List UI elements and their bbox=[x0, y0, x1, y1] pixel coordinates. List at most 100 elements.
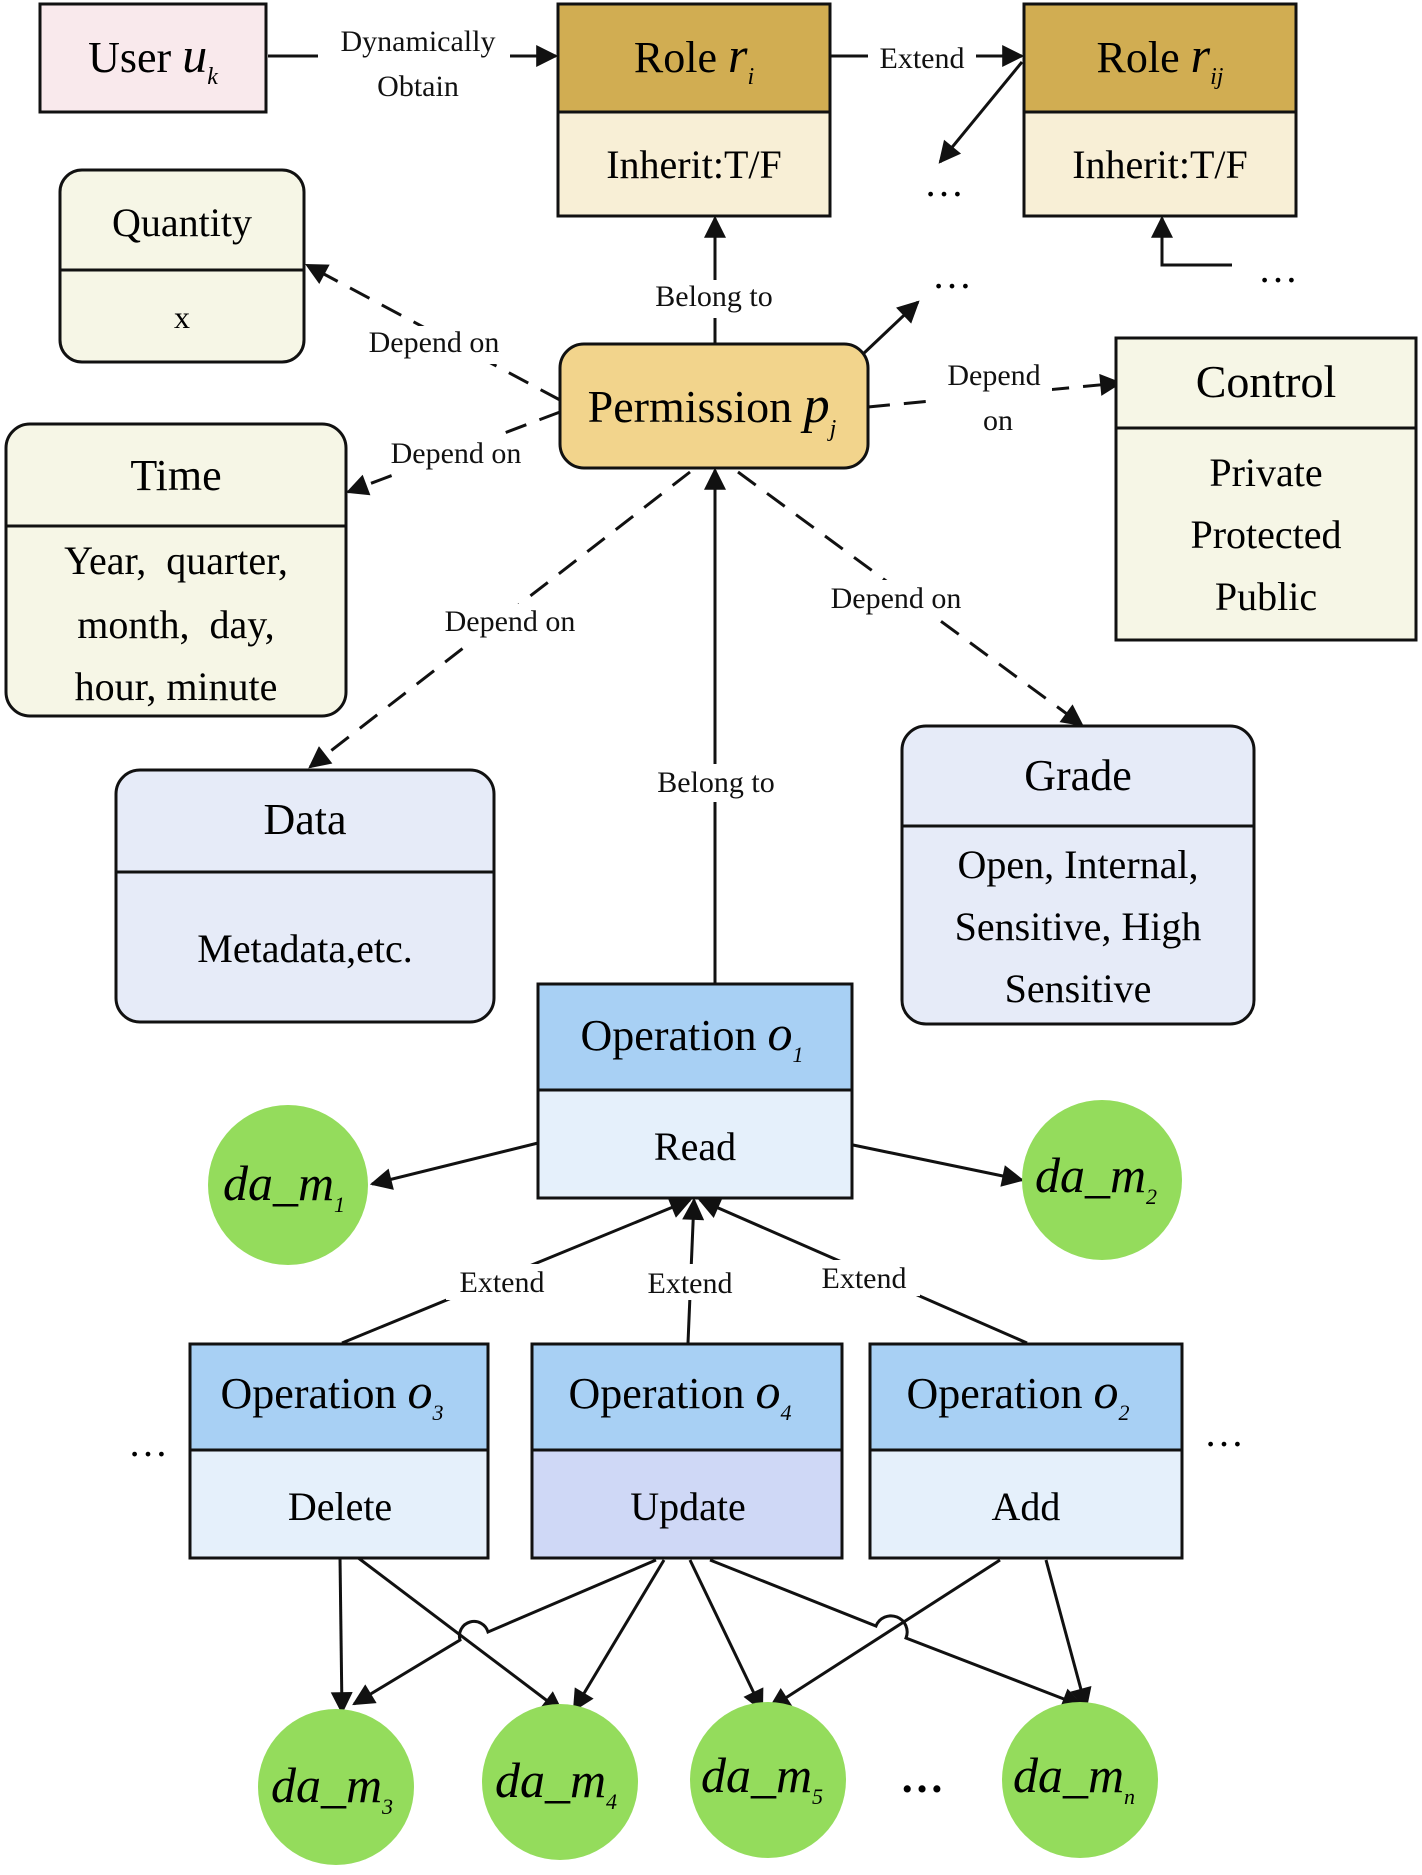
permission-sub: j bbox=[827, 416, 837, 442]
dam-4-text: da_m bbox=[495, 1752, 606, 1808]
op4-var: o bbox=[755, 1363, 780, 1419]
role-ij-node: Role rij Inherit:T/F bbox=[1022, 2, 1298, 218]
dam-3-node: da_m3 bbox=[258, 1709, 414, 1865]
label-extend-o3: Extend bbox=[460, 1266, 545, 1299]
time-line-1: Year, quarter, bbox=[64, 538, 288, 583]
user-var: u bbox=[182, 27, 207, 83]
label-depend-grade: Depend on bbox=[831, 582, 962, 615]
user-node: User uk bbox=[38, 2, 268, 114]
op3-body: Delete bbox=[288, 1484, 392, 1529]
user-sub: k bbox=[207, 64, 218, 90]
permission-node: Permission pj bbox=[558, 342, 870, 470]
quantity-title: Quantity bbox=[112, 200, 252, 245]
svg-text:Operation o1: Operation o1 bbox=[581, 1005, 804, 1067]
edge-op1-to-dam2 bbox=[852, 1143, 1025, 1187]
edge-ellipsis-to-role-ij bbox=[1151, 215, 1232, 267]
edge-o2-to-dam5 bbox=[768, 1558, 1001, 1710]
svg-text:Role ri: Role ri bbox=[634, 27, 754, 90]
grade-line-1: Open, Internal, bbox=[957, 842, 1198, 887]
op1-var: o bbox=[767, 1005, 792, 1061]
role-ij-sub: ij bbox=[1210, 64, 1224, 90]
label-depend-control-2: on bbox=[983, 404, 1013, 437]
op2-label: Operation bbox=[907, 1369, 1083, 1418]
op4-body: Update bbox=[630, 1484, 746, 1529]
dam-4-sub: 4 bbox=[606, 1789, 617, 1814]
time-line-2: month, day, bbox=[77, 602, 274, 647]
dam-n-node: da_mn bbox=[1002, 1702, 1158, 1858]
ellipsis-permission: … bbox=[932, 252, 972, 297]
svg-text:Role rij: Role rij bbox=[1097, 27, 1224, 90]
dam-n-sub: n bbox=[1124, 1784, 1135, 1809]
label-extend-o2: Extend bbox=[822, 1262, 907, 1295]
svg-text:da_m2: da_m2 bbox=[1035, 1147, 1157, 1209]
quantity-node: Quantity x bbox=[58, 168, 306, 364]
op2-var: o bbox=[1093, 1363, 1118, 1419]
edge-role-to-ellipsis bbox=[938, 61, 1024, 164]
dam-2-node: da_m2 bbox=[1022, 1100, 1182, 1260]
edge-o3-to-dam3 bbox=[330, 1556, 353, 1715]
edge-op1-to-dam1 bbox=[369, 1141, 539, 1190]
svg-text:Operation o3: Operation o3 bbox=[221, 1363, 444, 1425]
dam-1-node: da_m1 bbox=[208, 1105, 368, 1265]
ellipsis-ops-right: … bbox=[1204, 1410, 1244, 1455]
dam-3-sub: 3 bbox=[381, 1794, 393, 1819]
edge-o4-to-dam5 bbox=[688, 1559, 764, 1712]
dam-nodes: da_m1 da_m2 da_m3 da_m4 da_m5 da_mn bbox=[208, 1100, 1182, 1865]
svg-text:Permission pj: Permission pj bbox=[588, 377, 837, 442]
op3-var: o bbox=[407, 1363, 432, 1419]
label-belong-to-role: Belong to bbox=[655, 280, 773, 313]
svg-text:da_m3: da_m3 bbox=[271, 1757, 393, 1819]
op2-body: Add bbox=[992, 1484, 1061, 1529]
op1-label: Operation bbox=[581, 1011, 757, 1060]
op4-label: Operation bbox=[569, 1369, 745, 1418]
role-i-body: Inherit:T/F bbox=[606, 142, 782, 187]
role-i-label: Role bbox=[634, 33, 717, 82]
op1-body: Read bbox=[654, 1124, 736, 1169]
time-title: Time bbox=[130, 451, 221, 500]
dam-5-node: da_m5 bbox=[690, 1702, 846, 1858]
svg-text:da_m5: da_m5 bbox=[701, 1747, 823, 1809]
dam-5-sub: 5 bbox=[812, 1784, 823, 1809]
dam-4-node: da_m4 bbox=[482, 1704, 638, 1860]
label-depend-time: Depend on bbox=[391, 437, 522, 470]
ellipsis-role-bottom: … bbox=[1258, 246, 1298, 291]
ellipsis-role: … bbox=[924, 160, 964, 205]
label-extend-o4: Extend bbox=[648, 1267, 733, 1300]
edge-depend-data bbox=[308, 470, 691, 769]
op4-sub: 4 bbox=[780, 1400, 791, 1425]
control-line-2: Protected bbox=[1190, 512, 1341, 557]
dam-2-text: da_m bbox=[1035, 1147, 1146, 1203]
grade-title: Grade bbox=[1024, 751, 1132, 800]
svg-text:Operation o4: Operation o4 bbox=[569, 1363, 792, 1425]
edge-o2-to-damn bbox=[1044, 1559, 1092, 1711]
ellipsis-ops-left: … bbox=[128, 1420, 168, 1465]
permission-var: p bbox=[800, 377, 830, 434]
op3-label: Operation bbox=[221, 1369, 397, 1418]
label-extend-role: Extend bbox=[880, 42, 965, 75]
time-node: Time Year, quarter, month, day, hour, mi… bbox=[4, 422, 348, 718]
edge-o4-to-dam4 bbox=[572, 1559, 666, 1712]
label-dynamically: Dynamically bbox=[341, 25, 496, 58]
edge-depend-quantity bbox=[305, 263, 561, 402]
grade-line-3: Sensitive bbox=[1005, 966, 1152, 1011]
role-i-var: r bbox=[728, 27, 748, 83]
edge-o4-to-dam3 bbox=[352, 1558, 657, 1706]
dam-n-text: da_m bbox=[1013, 1747, 1124, 1803]
op3-sub: 3 bbox=[431, 1400, 443, 1425]
operation-o3-node: Operation o3 Delete bbox=[188, 1342, 490, 1560]
edge-o4-to-damn bbox=[709, 1558, 1085, 1710]
grade-node: Grade Open, Internal, Sensitive, High Se… bbox=[900, 724, 1256, 1026]
ellipsis-dams: … bbox=[900, 1753, 944, 1802]
dam-5-text: da_m bbox=[701, 1747, 812, 1803]
role-i-sub: i bbox=[747, 64, 754, 90]
time-line-3: hour, minute bbox=[75, 664, 278, 709]
operation-o2-node: Operation o2 Add bbox=[868, 1342, 1184, 1560]
dam-3-text: da_m bbox=[271, 1757, 382, 1813]
permission-label: Permission bbox=[588, 381, 792, 432]
edge-permission-to-ellipsis bbox=[860, 300, 920, 357]
dam-1-sub: 1 bbox=[334, 1192, 345, 1217]
control-node: Control Private Protected Public bbox=[1114, 336, 1418, 642]
operation-o1-node: Operation o1 Read bbox=[536, 982, 854, 1200]
data-title: Data bbox=[263, 795, 346, 844]
edges bbox=[268, 45, 1232, 1715]
